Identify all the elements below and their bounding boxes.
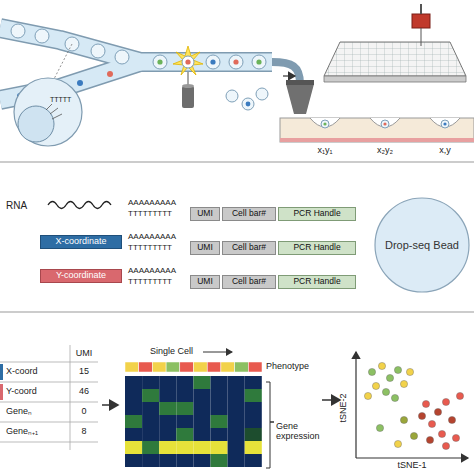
axis-label: tSNE-2 <box>339 393 349 422</box>
dispenser <box>272 62 314 114</box>
rna-strand <box>48 202 111 209</box>
plate-section <box>280 118 474 142</box>
node-text: Cell bar# <box>232 277 266 286</box>
node-text: Y-coordinate <box>56 271 106 281</box>
polyt-label: TTTTTTTTT <box>128 210 172 219</box>
node-text: X-coordinate <box>55 237 106 247</box>
laser-flash <box>173 46 203 75</box>
color-tag <box>0 364 3 380</box>
row-label: Phenotype <box>266 362 309 372</box>
umi-box: UMI <box>190 207 220 221</box>
handle-box: PCR Handle <box>278 275 356 289</box>
node-text: PCR Handle <box>293 243 340 252</box>
flow-arrow <box>322 399 340 401</box>
umi-table <box>0 345 98 450</box>
tsne-axes <box>356 352 468 458</box>
node-text: UMI <box>197 209 213 218</box>
phenotype-bar <box>125 362 262 372</box>
heatmap <box>125 376 262 467</box>
node-text: Cell bar# <box>232 209 266 218</box>
bead-zoom <box>14 44 82 146</box>
direction-arrow <box>203 352 232 353</box>
detector <box>182 72 194 108</box>
bracket <box>266 382 274 468</box>
handle-box: PCR Handle <box>278 207 356 221</box>
bead-circle: Drop-seq Bead <box>374 197 470 293</box>
color-tag <box>0 384 3 400</box>
table-header: UMI <box>76 349 93 359</box>
node-text: PCR Handle <box>293 209 340 218</box>
panel-divider <box>0 311 474 312</box>
molecule-label: RNA <box>6 200 27 211</box>
node-text: UMI <box>197 277 213 286</box>
barcode-box: Cell bar# <box>222 207 276 221</box>
table-cell: 46 <box>79 387 89 397</box>
umi-box: UMI <box>190 275 220 289</box>
flow-arrow <box>102 404 118 406</box>
table-cell: 8 <box>81 427 86 437</box>
node-text: UMI <box>197 243 213 252</box>
print-head <box>412 4 430 46</box>
handle-box: PCR Handle <box>278 241 356 255</box>
coordinate-label: x,y <box>439 146 451 156</box>
table-cell: Geneₙ₊₁ <box>6 427 38 437</box>
beads <box>11 24 266 69</box>
polyt-label: TTTTTTTTT <box>128 244 172 253</box>
axis-label: tSNE-1 <box>397 461 426 471</box>
barcode-box: Cell bar# <box>222 241 276 255</box>
axis-note: Single Cell <box>150 347 193 357</box>
tsne-scatter <box>364 362 463 449</box>
bracket-label: Gene expression <box>276 422 324 442</box>
barcode-box: Cell bar# <box>222 275 276 289</box>
polya-label: AAAAAAAAA <box>128 267 176 276</box>
table-cell: Y-coord <box>6 387 37 397</box>
polya-label: AAAAAAAAA <box>128 199 176 208</box>
node-text: Drop-seq Bead <box>385 239 459 251</box>
polya-label: AAAAAAAAA <box>128 233 176 242</box>
node-text: Cell bar# <box>232 243 266 252</box>
droplets <box>226 88 268 110</box>
coordinate-label: x₁y₁ <box>317 146 332 156</box>
coordinate-label: x₂y₂ <box>377 146 393 156</box>
table-cell: Geneₙ <box>6 407 32 417</box>
table-cell: 15 <box>79 367 89 377</box>
table-cell: X-coord <box>6 367 38 377</box>
table-cell: 0 <box>81 407 86 417</box>
strand-label: TTTTT <box>50 96 71 104</box>
coordinate-box: X-coordinate <box>40 235 122 249</box>
coordinate-box: Y-coordinate <box>40 269 122 283</box>
node-text: PCR Handle <box>293 277 340 286</box>
umi-box: UMI <box>190 241 220 255</box>
polyt-label: TTTTTTTTT <box>128 278 172 287</box>
panel-divider <box>0 161 474 162</box>
well-plate <box>324 42 466 82</box>
